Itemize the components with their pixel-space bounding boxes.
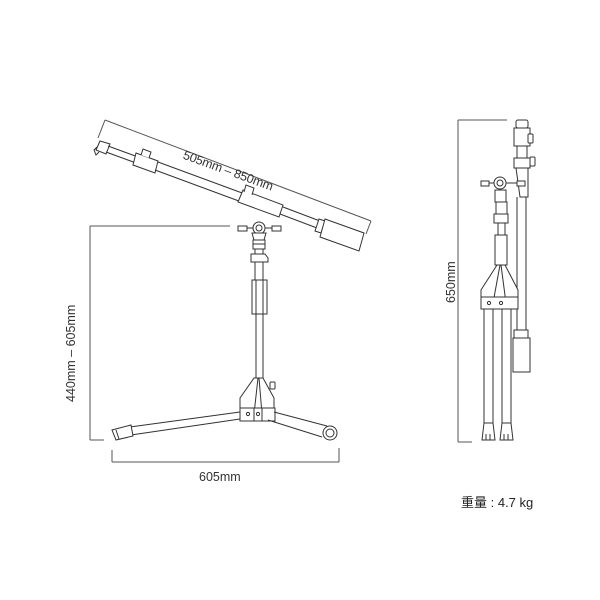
- right-leg: [267, 411, 338, 441]
- side-top-clamp: [513, 119, 536, 330]
- height-dimension-line: [89, 225, 230, 441]
- tripod-hub: [239, 377, 276, 422]
- boom-dimension-line: [97, 119, 372, 235]
- side-legs: [481, 309, 514, 441]
- swivel-head: [237, 221, 282, 263]
- boom-arm: [93, 140, 365, 252]
- side-view: [457, 119, 536, 443]
- total-height-dimension-line: [457, 119, 507, 443]
- weight-label: 重量 : 4.7 kg: [461, 495, 534, 510]
- left-leg: [111, 411, 241, 441]
- front-view: [89, 119, 372, 463]
- base-width-label: 605mm: [199, 470, 241, 484]
- side-hub: [480, 264, 519, 310]
- side-swivel: [480, 176, 526, 266]
- side-counterweight: [512, 329, 531, 373]
- folded-height-label: 650mm: [444, 261, 458, 303]
- vertical-pole: [251, 262, 268, 378]
- stand-height-label: 440mm – 605mm: [64, 304, 78, 402]
- width-dimension-line: [111, 448, 340, 463]
